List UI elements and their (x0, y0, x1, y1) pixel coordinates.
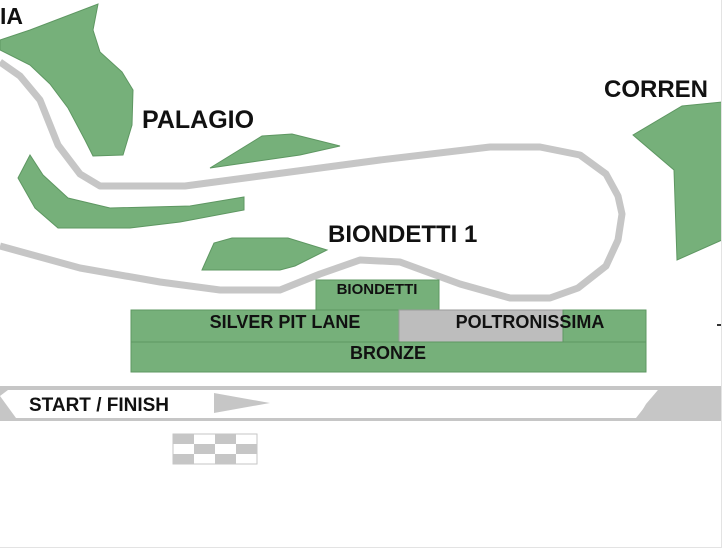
stand-label-bronze: BRONZE (350, 343, 426, 363)
stand-label-poltronissima: POLTRONISSIMA (456, 312, 605, 332)
grass-area-correntaio (632, 101, 721, 261)
label-palagio: PALAGIO (142, 106, 254, 134)
stand-label-silver-pit-lane: SILVER PIT LANE (210, 312, 361, 332)
pit-lane-strip (0, 390, 658, 418)
label-start-finish: START / FINISH (29, 395, 169, 416)
track-straight-right-wedge (636, 386, 721, 421)
grass-area-top-left (0, 3, 134, 157)
grass-area-left-curve (17, 154, 245, 229)
direction-arrow (184, 393, 270, 413)
label-ia: IA (0, 3, 23, 29)
grass-area-biondetti (201, 237, 329, 271)
stand-poltronissima-side[interactable] (562, 309, 647, 343)
label-correntaio: CORREN (604, 76, 708, 103)
chequered-flag-icon (172, 433, 258, 465)
stand-label-biondetti: BIONDETTI (337, 281, 418, 298)
edge-marker (717, 324, 721, 326)
track-circuit (0, 59, 626, 302)
stand-bronze[interactable] (130, 341, 647, 373)
grass-area-palagio (209, 133, 341, 169)
label-biondetti-1: BIONDETTI 1 (328, 221, 477, 248)
